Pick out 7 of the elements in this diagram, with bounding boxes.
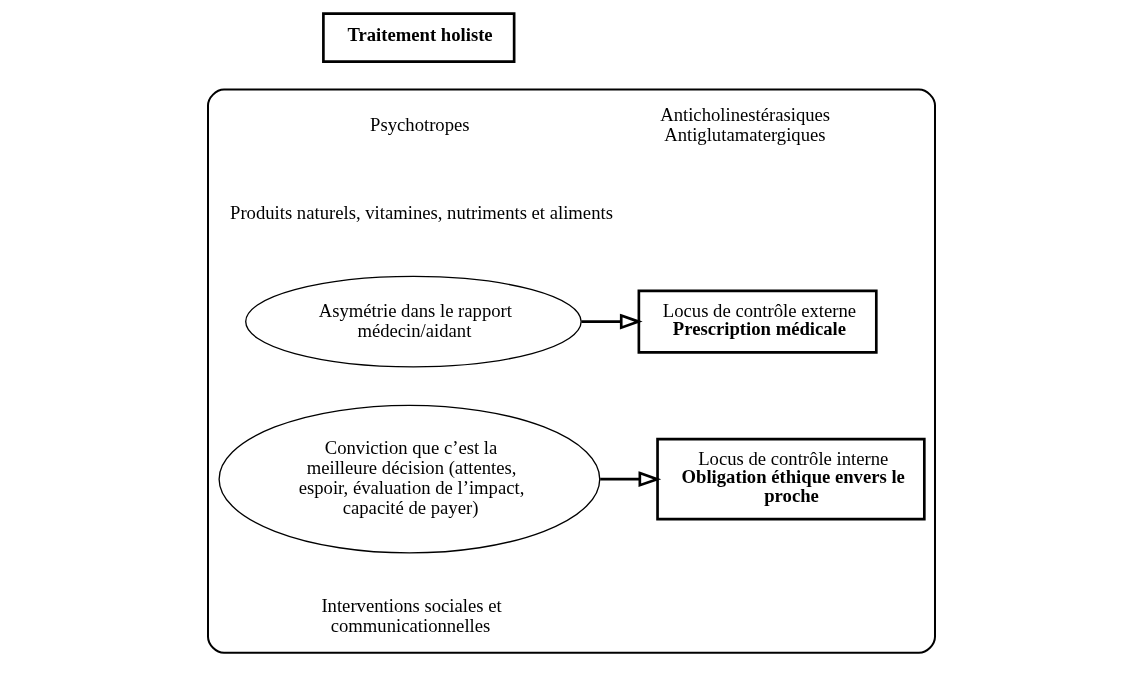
node-box: Locus de contrôle externe Prescription médicale [637,289,878,354]
node-ellipse: Conviction que c’est la meilleure décision (attentes, espoir, évaluation de l’impact, capacité de payer) [218,404,601,554]
node-box: Traitement holiste [322,12,516,63]
node-ellipse: Asymétrie dans le rapport médecin/aidant [245,275,582,368]
node-box: Locus de contrôle interne Obligation éthique envers le proche [656,437,926,521]
arrow [581,313,643,330]
arrow [600,471,662,488]
